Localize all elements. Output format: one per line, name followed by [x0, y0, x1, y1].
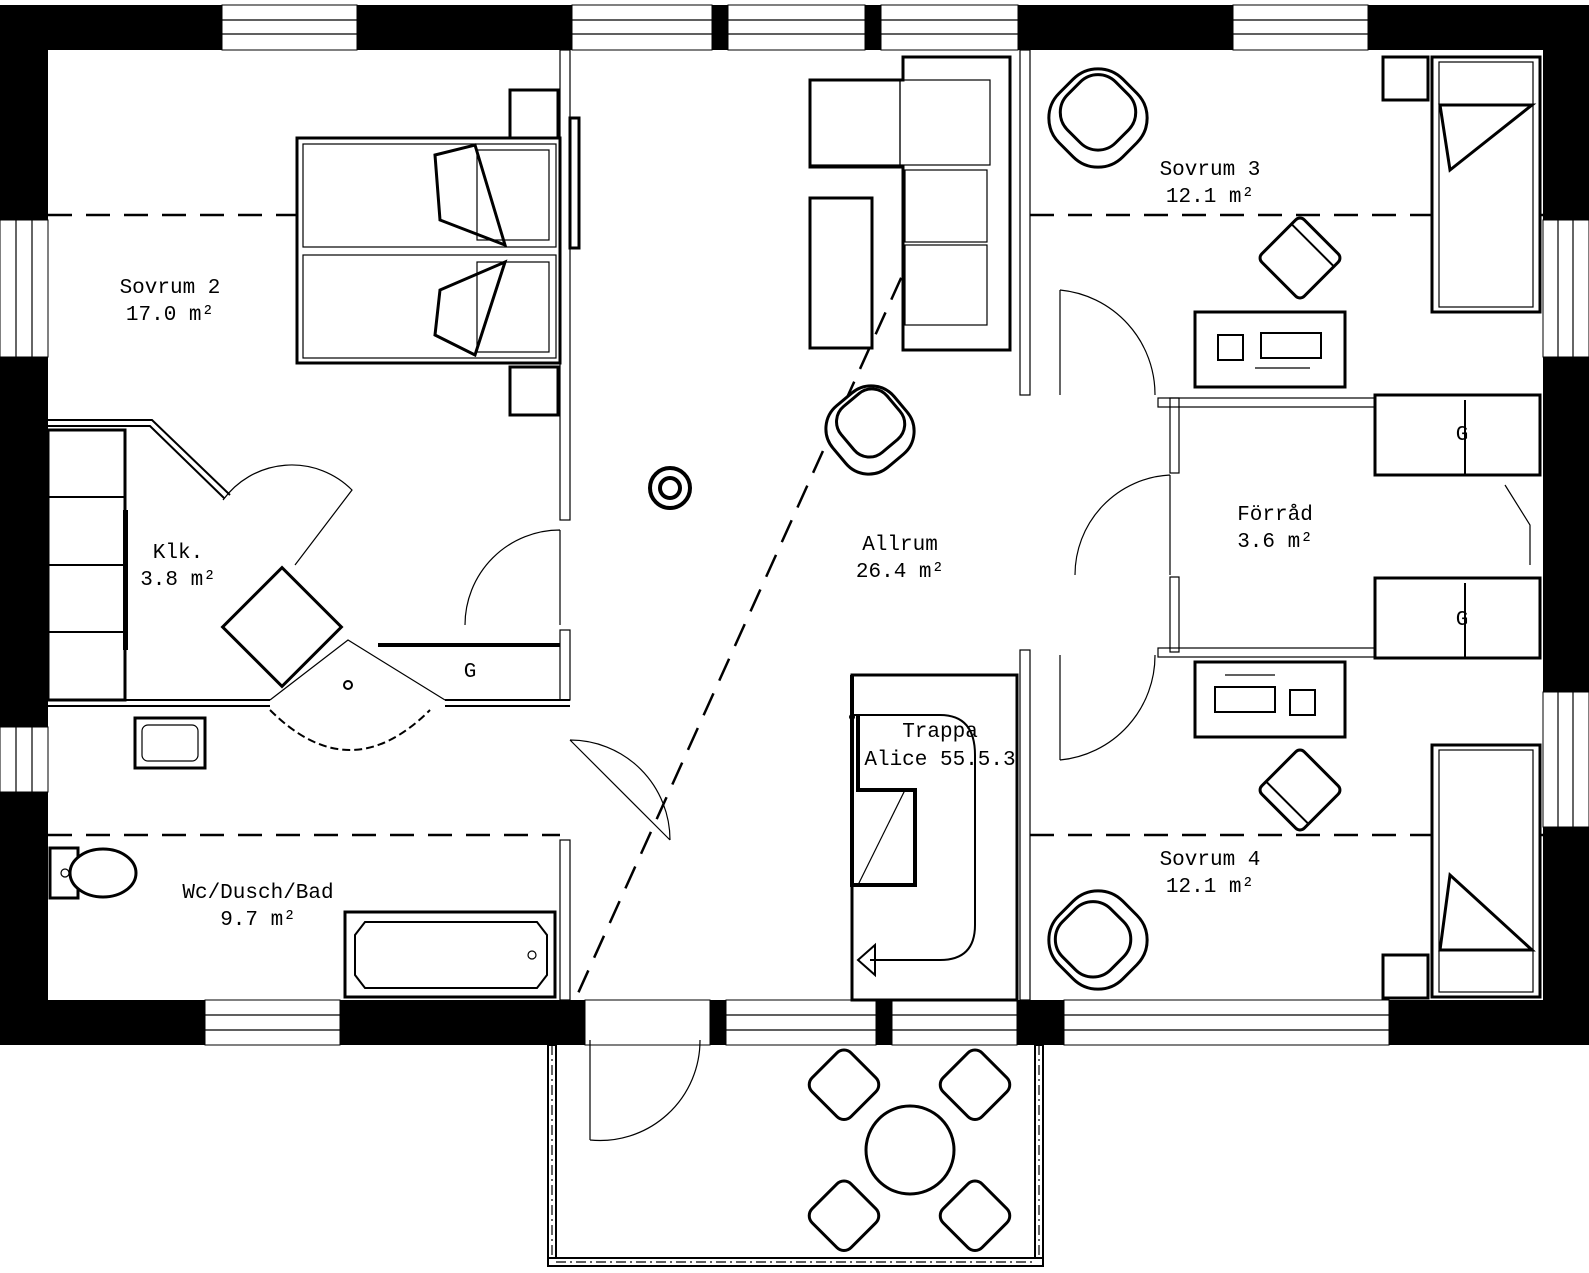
desk: [1193, 310, 1347, 389]
dining-set: [807, 1048, 1012, 1252]
room-label-sovrum-2: Sovrum 2 17.0 m²: [120, 277, 221, 327]
sofa: [808, 55, 1012, 352]
room-name: Förråd: [1237, 504, 1313, 527]
doors: [222, 289, 1171, 1142]
washing-machine: [220, 565, 344, 689]
exterior-wall-right: [1542, 5, 1589, 1045]
ceiling-lines: [48, 69, 1543, 1001]
room-name: Klk.: [153, 542, 203, 565]
room-label-allrum: Allrum 26.4 m²: [856, 534, 944, 584]
room-area: 12.1 m²: [1166, 876, 1254, 899]
closet-shelves: [46, 428, 128, 702]
desk: [1193, 660, 1347, 739]
wardrobe: [1373, 393, 1542, 660]
staircase: [849, 673, 1019, 1002]
room-name: Sovrum 4: [1160, 849, 1261, 872]
closet-mark: G: [1456, 424, 1469, 447]
shower-corner: [269, 639, 446, 751]
room-area: 3.8 m²: [140, 569, 216, 592]
wardrobe: [568, 116, 581, 250]
stair-model: Alice 55.5.3: [864, 749, 1015, 772]
nightstand: [508, 365, 560, 417]
sink: [133, 716, 207, 770]
room-label-sovrum-4: Sovrum 4 12.1 m²: [1160, 849, 1261, 899]
nightstand: [1381, 55, 1430, 102]
stair-label: Trappa Alice 55.5.3: [864, 721, 1015, 772]
armchair: [824, 384, 916, 476]
coffee-table: [808, 196, 874, 350]
stove-icon: [648, 466, 692, 510]
terrace: [547, 1044, 1044, 1267]
armchair: [1047, 889, 1149, 991]
nightstand: [1381, 953, 1430, 1000]
room-label-forrad: Förråd 3.6 m²: [1237, 504, 1313, 554]
closet-mark: G: [1456, 609, 1469, 632]
closet-mark: G: [464, 661, 477, 684]
room-area: 26.4 m²: [856, 561, 944, 584]
desk-chair: [1258, 748, 1342, 832]
stair-name: Trappa: [902, 721, 978, 744]
exterior-wall-left: [0, 5, 49, 1045]
room-area: 17.0 m²: [126, 304, 214, 327]
double-bed: [295, 136, 562, 365]
room-name: Wc/Dusch/Bad: [182, 882, 333, 905]
room-area: 12.1 m²: [1166, 186, 1254, 209]
exterior-wall-top: [0, 4, 1589, 51]
bathtub: [343, 910, 557, 999]
armchair: [1047, 67, 1149, 169]
room-name: Allrum: [862, 534, 938, 557]
room-name: Sovrum 3: [1160, 159, 1261, 182]
exterior-wall-bottom: [0, 999, 1589, 1046]
toilet: [48, 846, 138, 900]
room-area: 9.7 m²: [220, 909, 296, 932]
room-label-klk: Klk. 3.8 m²: [140, 542, 216, 592]
bed: [1430, 743, 1542, 999]
bed: [1430, 55, 1542, 314]
nightstand: [508, 88, 560, 140]
room-area: 3.6 m²: [1237, 531, 1313, 554]
room-name: Sovrum 2: [120, 277, 221, 300]
room-label-wc: Wc/Dusch/Bad 9.7 m²: [182, 882, 333, 932]
desk-chair: [1258, 216, 1342, 300]
room-label-sovrum-3: Sovrum 3 12.1 m²: [1160, 159, 1261, 209]
